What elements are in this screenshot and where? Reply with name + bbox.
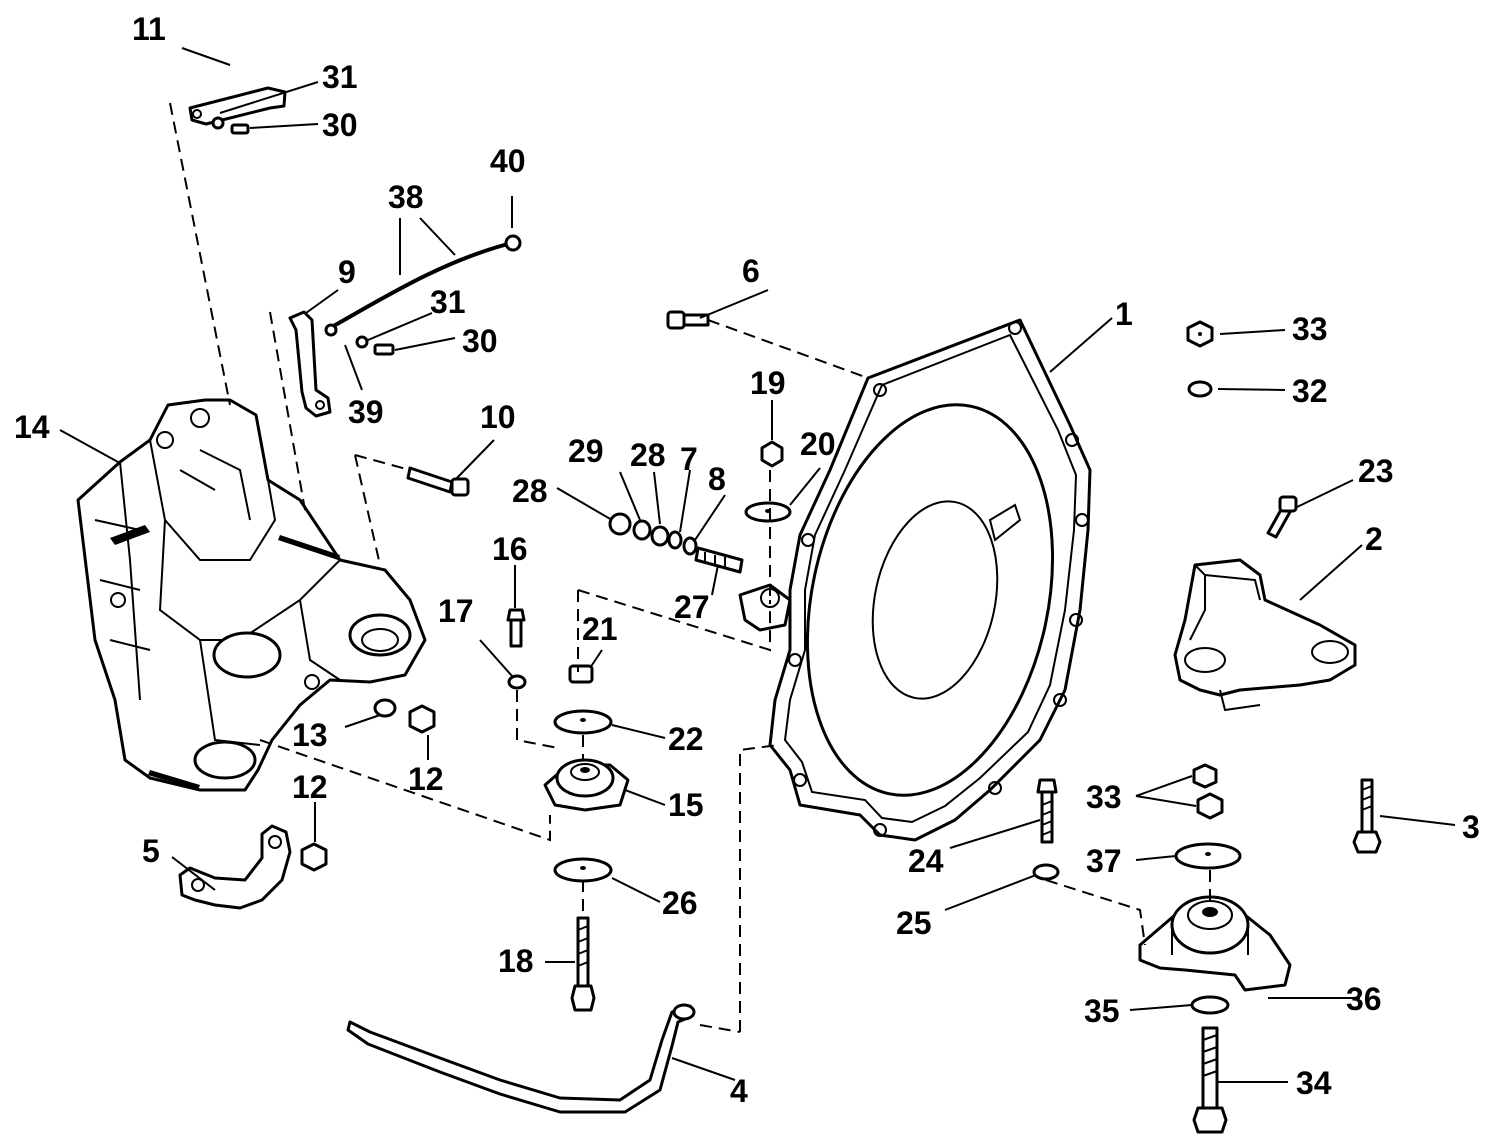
callout-7: 7 xyxy=(680,441,698,477)
assembly-lines xyxy=(169,102,1211,1033)
callout-26: 26 xyxy=(662,885,698,921)
callout-23: 23 xyxy=(1358,453,1394,489)
callout-13: 13 xyxy=(292,717,328,753)
callout-12-lower: 12 xyxy=(292,769,328,805)
callout-21: 21 xyxy=(582,611,618,647)
callout-37: 37 xyxy=(1086,843,1122,879)
callout-5: 5 xyxy=(142,833,160,869)
callout-10: 10 xyxy=(480,399,516,435)
part-15-rubber-mount xyxy=(543,758,630,812)
callout-30-mid: 30 xyxy=(462,323,498,359)
callout-16: 16 xyxy=(492,531,528,567)
callout-30-top: 30 xyxy=(322,107,358,143)
callout-22: 22 xyxy=(668,721,704,757)
part-36-engine-mount xyxy=(1138,895,1292,992)
part-2-mount-bracket xyxy=(1173,558,1357,712)
callout-15: 15 xyxy=(668,787,704,823)
callout-24: 24 xyxy=(908,843,944,879)
part-9-lever xyxy=(288,310,332,418)
callout-2: 2 xyxy=(1365,521,1383,557)
part-1-flywheel-housing xyxy=(738,318,1092,842)
callout-35: 35 xyxy=(1084,993,1120,1029)
part-4-rod xyxy=(346,1003,696,1114)
part-24-bolt xyxy=(1036,778,1058,844)
part-3-bolt xyxy=(1352,778,1382,854)
part-18-bolt xyxy=(570,916,596,1012)
callout-19: 19 xyxy=(750,365,786,401)
callout-28-top: 28 xyxy=(630,437,666,473)
part-6-bolt xyxy=(666,310,710,330)
callout-labels: 11 31 30 40 38 9 31 30 39 10 14 6 1 33 3… xyxy=(14,11,1480,1109)
part-23-bolt xyxy=(1266,495,1298,539)
callout-20: 20 xyxy=(800,426,836,462)
callout-31-top: 31 xyxy=(322,59,358,95)
part-27-stud xyxy=(694,546,744,574)
callout-9: 9 xyxy=(338,254,356,290)
part-5-bracket-plate xyxy=(178,824,292,910)
callout-3: 3 xyxy=(1462,809,1480,845)
part-10-bolt xyxy=(406,466,470,497)
callout-29: 29 xyxy=(568,433,604,469)
leader-lines xyxy=(59,47,1456,1083)
callout-17: 17 xyxy=(438,593,474,629)
callout-6: 6 xyxy=(742,253,760,289)
callout-32: 32 xyxy=(1292,373,1328,409)
callout-36: 36 xyxy=(1346,981,1382,1017)
callout-33-top: 33 xyxy=(1292,311,1328,347)
part-11-clip xyxy=(188,86,287,126)
callout-18: 18 xyxy=(498,943,534,979)
part-34-bolt xyxy=(1192,1026,1228,1134)
callout-8: 8 xyxy=(708,461,726,497)
callout-31-mid: 31 xyxy=(430,284,466,320)
part-38-cable xyxy=(324,234,522,337)
callout-25: 25 xyxy=(896,905,932,941)
callout-12-upper: 12 xyxy=(408,761,444,797)
callout-1: 1 xyxy=(1115,296,1133,332)
callout-33-lower: 33 xyxy=(1086,779,1122,815)
callout-4: 4 xyxy=(730,1073,748,1109)
callout-40: 40 xyxy=(490,143,526,179)
callout-38: 38 xyxy=(388,179,424,215)
part-16-bolt xyxy=(506,608,526,648)
nuts-washers xyxy=(211,116,1242,1015)
part-14-bracket-housing xyxy=(76,398,427,792)
callout-39: 39 xyxy=(348,394,384,430)
callout-11: 11 xyxy=(132,11,166,47)
callout-34: 34 xyxy=(1296,1065,1332,1101)
callout-27: 27 xyxy=(674,589,710,625)
callout-28-left: 28 xyxy=(512,473,548,509)
callout-14: 14 xyxy=(14,409,50,445)
